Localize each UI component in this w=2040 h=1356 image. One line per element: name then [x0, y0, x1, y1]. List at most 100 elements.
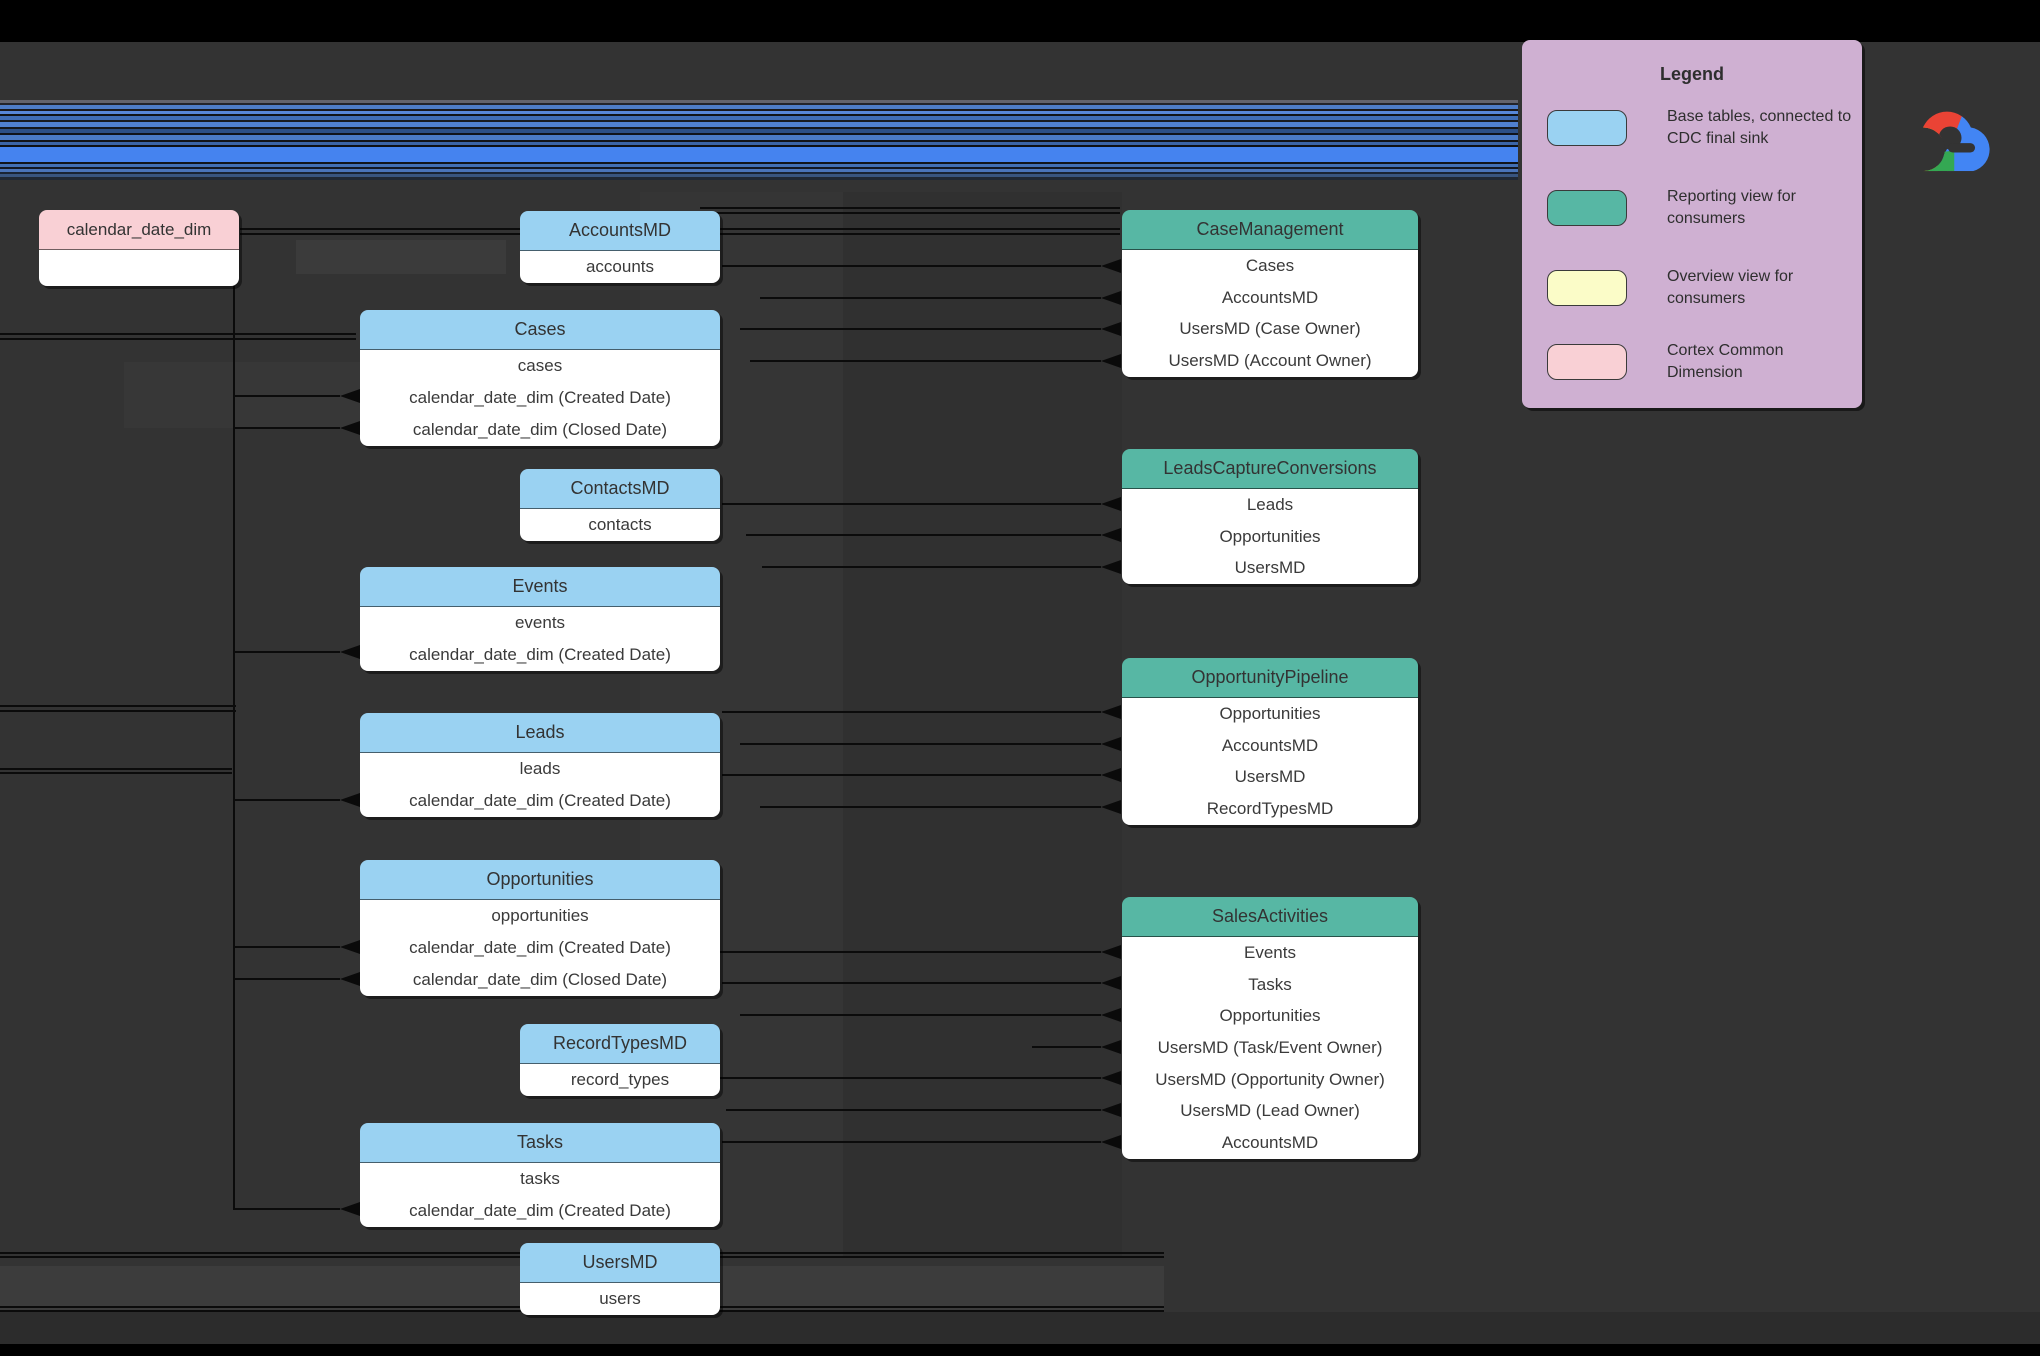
- table-row[interactable]: Opportunities: [1219, 703, 1321, 723]
- table-contactsmd[interactable]: ContactsMD contacts: [520, 469, 720, 541]
- table-row[interactable]: record_types: [570, 1070, 670, 1089]
- connector-line: [760, 806, 1101, 808]
- table-row[interactable]: users: [599, 1289, 641, 1308]
- table-row[interactable]: RecordTypesMD: [1206, 798, 1334, 818]
- table-row[interactable]: tasks: [520, 1169, 560, 1188]
- arrowhead-icon: [1101, 497, 1121, 511]
- table-row[interactable]: Opportunities: [1219, 1006, 1321, 1026]
- view-case-management[interactable]: CaseManagement Cases AccountsMD UsersMD …: [1122, 210, 1418, 377]
- arrowhead-icon: [1101, 1103, 1121, 1117]
- connector-line: [0, 710, 236, 712]
- table-row[interactable]: AccountsMD: [1221, 287, 1319, 307]
- connector-line: [234, 427, 340, 429]
- view-leads-capture-conversions[interactable]: LeadsCaptureConversions Leads Opportunit…: [1122, 449, 1418, 585]
- table-contactsmd-header[interactable]: ContactsMD: [520, 469, 720, 509]
- table-row[interactable]: contacts: [588, 515, 652, 534]
- table-row[interactable]: UsersMD (Opportunity Owner): [1155, 1069, 1385, 1089]
- connector-line: [700, 212, 1120, 214]
- table-leads-header[interactable]: Leads: [360, 713, 720, 753]
- table-row[interactable]: leads: [519, 759, 561, 778]
- table-row[interactable]: Opportunities: [1219, 526, 1321, 546]
- connector-line: [234, 1208, 340, 1210]
- table-row[interactable]: Leads: [1246, 494, 1294, 514]
- connector-line: [726, 1109, 1101, 1111]
- connector-line: [750, 360, 1101, 362]
- table-row[interactable]: UsersMD (Lead Owner): [1180, 1101, 1360, 1121]
- view-sales-activities[interactable]: SalesActivities Events Tasks Opportuniti…: [1122, 897, 1418, 1159]
- view-opportunity-pipeline[interactable]: OpportunityPipeline Opportunities Accoun…: [1122, 658, 1418, 825]
- table-tasks[interactable]: Tasks tasks calendar_date_dim (Created D…: [360, 1123, 720, 1227]
- table-row[interactable]: events: [514, 613, 566, 632]
- connector-line: [760, 297, 1101, 299]
- table-recordtypesmd-header[interactable]: RecordTypesMD: [520, 1024, 720, 1064]
- table-row[interactable]: AccountsMD: [1221, 735, 1319, 755]
- table-cases-header[interactable]: Cases: [360, 310, 720, 350]
- arrowhead-icon: [340, 972, 360, 986]
- table-row[interactable]: calendar_date_dim (Closed Date): [412, 420, 668, 439]
- connector-line: [722, 774, 1101, 776]
- legend-item-label: Overview view for consumers: [1667, 268, 1794, 307]
- table-row[interactable]: Tasks: [1248, 974, 1292, 994]
- table-row[interactable]: calendar_date_dim (Created Date): [409, 938, 671, 957]
- arrowhead-icon: [1101, 1071, 1121, 1085]
- connector-line: [234, 799, 340, 801]
- table-tasks-header[interactable]: Tasks: [360, 1123, 720, 1163]
- table-row[interactable]: UsersMD: [1234, 767, 1306, 787]
- table-row[interactable]: UsersMD (Task/Event Owner): [1157, 1037, 1383, 1057]
- common-dimension-swatch-icon: [1547, 344, 1627, 380]
- bottom-shade-bar: [0, 1312, 2040, 1344]
- table-row[interactable]: UsersMD: [1234, 558, 1306, 578]
- view-opportunity-pipeline-header[interactable]: OpportunityPipeline: [1122, 658, 1418, 698]
- table-leads[interactable]: Leads leads calendar_date_dim (Created D…: [360, 713, 720, 817]
- table-row[interactable]: UsersMD (Case Owner): [1179, 319, 1361, 339]
- table-accountsmd-header[interactable]: AccountsMD: [520, 211, 720, 251]
- table-row[interactable]: calendar_date_dim (Created Date): [409, 645, 671, 664]
- view-leads-capture-conversions-header[interactable]: LeadsCaptureConversions: [1122, 449, 1418, 489]
- table-usersmd[interactable]: UsersMD users: [520, 1243, 720, 1315]
- table-calendar-date-dim-header[interactable]: calendar_date_dim: [39, 210, 239, 250]
- arrowhead-icon: [1101, 1008, 1121, 1022]
- base-table-swatch-icon: [1547, 110, 1627, 146]
- connector-line: [722, 982, 1101, 984]
- table-row[interactable]: calendar_date_dim (Closed Date): [412, 970, 668, 989]
- table-recordtypesmd[interactable]: RecordTypesMD record_types: [520, 1024, 720, 1096]
- connector-line: [740, 743, 1101, 745]
- table-events[interactable]: Events events calendar_date_dim (Created…: [360, 567, 720, 671]
- table-events-header[interactable]: Events: [360, 567, 720, 607]
- arrowhead-icon: [1101, 291, 1121, 305]
- table-row[interactable]: opportunities: [491, 906, 589, 925]
- arrowhead-icon: [1101, 560, 1121, 574]
- legend-item-label: Cortex Common Dimension: [1667, 342, 1784, 381]
- table-row[interactable]: cases: [517, 356, 563, 375]
- arrowhead-icon: [340, 645, 360, 659]
- legend-item: Overview view for consumers: [1547, 266, 1852, 310]
- view-case-management-header[interactable]: CaseManagement: [1122, 210, 1418, 250]
- arrowhead-icon: [1101, 945, 1121, 959]
- legend[interactable]: Legend Base tables, connected to CDC fin…: [1522, 40, 1862, 408]
- table-opportunities[interactable]: Opportunities opportunities calendar_dat…: [360, 860, 720, 996]
- top-black-bar: [0, 0, 2040, 42]
- legend-item-label: Base tables, connected to CDC final sink: [1667, 108, 1852, 147]
- table-row[interactable]: Cases: [1245, 255, 1295, 275]
- arrowhead-icon: [340, 389, 360, 403]
- overview-view-swatch-icon: [1547, 270, 1627, 306]
- table-row[interactable]: AccountsMD: [1221, 1132, 1319, 1152]
- arrowhead-icon: [1101, 354, 1121, 368]
- view-sales-activities-header[interactable]: SalesActivities: [1122, 897, 1418, 937]
- table-row[interactable]: accounts: [585, 257, 655, 276]
- table-cases[interactable]: Cases cases calendar_date_dim (Created D…: [360, 310, 720, 446]
- table-row[interactable]: UsersMD (Account Owner): [1168, 350, 1372, 370]
- table-calendar-date-dim[interactable]: calendar_date_dim: [39, 210, 239, 286]
- table-row[interactable]: calendar_date_dim (Created Date): [409, 791, 671, 810]
- table-row[interactable]: calendar_date_dim (Created Date): [409, 1201, 671, 1220]
- table-row[interactable]: calendar_date_dim (Created Date): [409, 388, 671, 407]
- connector-line: [0, 705, 236, 707]
- table-opportunities-header[interactable]: Opportunities: [360, 860, 720, 900]
- connector-line: [0, 338, 356, 340]
- table-usersmd-header[interactable]: UsersMD: [520, 1243, 720, 1283]
- connector-line: [1032, 1046, 1101, 1048]
- connector-line: [746, 534, 1101, 536]
- table-row[interactable]: Events: [1244, 942, 1296, 962]
- connector-line: [234, 978, 340, 980]
- table-accountsmd[interactable]: AccountsMD accounts: [520, 211, 720, 283]
